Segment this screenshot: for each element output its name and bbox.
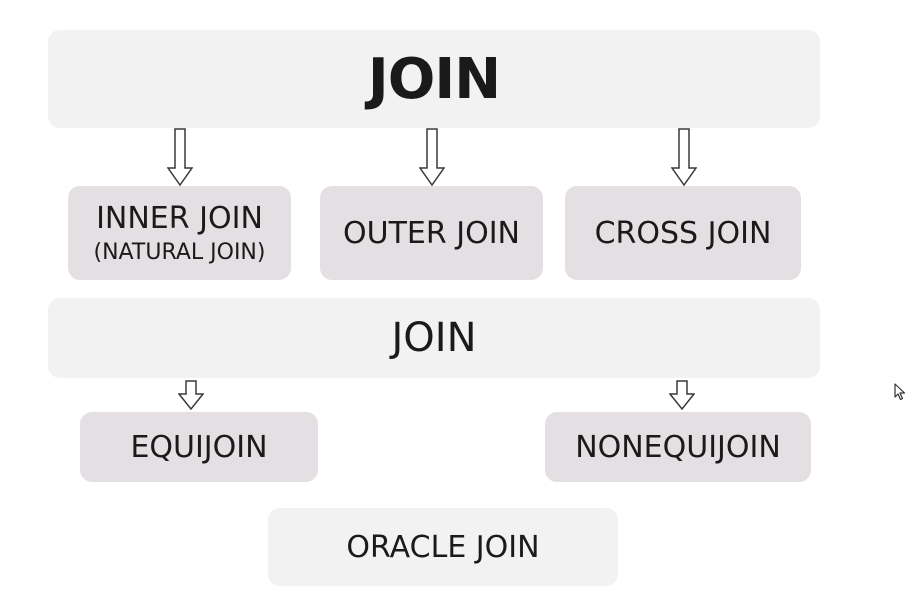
oracle-join-label: ORACLE JOIN — [346, 529, 540, 565]
join-condition-label: JOIN — [391, 315, 477, 361]
down-arrow-icon — [178, 380, 204, 410]
mouse-cursor-icon — [894, 383, 906, 401]
join-title-box: JOIN — [48, 30, 820, 128]
down-arrow-icon — [669, 380, 695, 410]
inner-join-box: INNER JOIN (NATURAL JOIN) — [68, 186, 291, 280]
equijoin-box: EQUIJOIN — [80, 412, 318, 482]
outer-join-label: OUTER JOIN — [343, 215, 520, 251]
natural-join-label: (NATURAL JOIN) — [93, 240, 266, 265]
nonequijoin-box: NONEQUIJOIN — [545, 412, 811, 482]
down-arrow-icon — [671, 128, 697, 186]
down-arrow-icon — [419, 128, 445, 186]
outer-join-box: OUTER JOIN — [320, 186, 543, 280]
cross-join-label: CROSS JOIN — [594, 215, 772, 251]
equijoin-label: EQUIJOIN — [130, 429, 268, 465]
nonequijoin-label: NONEQUIJOIN — [575, 429, 781, 465]
oracle-join-box: ORACLE JOIN — [268, 508, 618, 586]
down-arrow-icon — [167, 128, 193, 186]
inner-join-label: INNER JOIN — [96, 201, 263, 236]
join-condition-box: JOIN — [48, 298, 820, 378]
join-title: JOIN — [367, 46, 501, 112]
cross-join-box: CROSS JOIN — [565, 186, 801, 280]
